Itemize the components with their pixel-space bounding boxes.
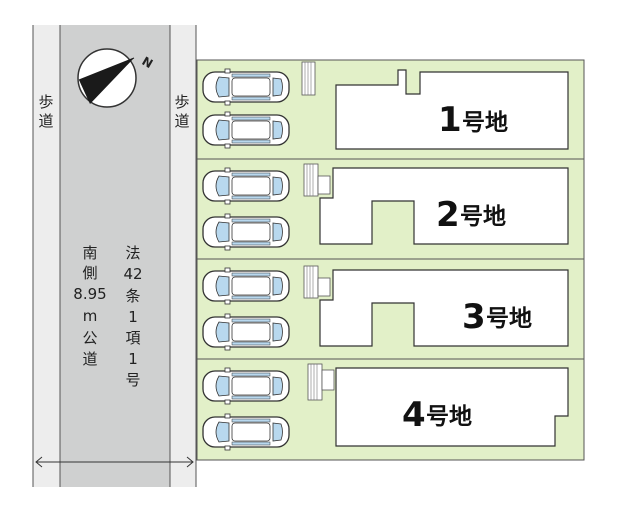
car-icon (202, 367, 290, 405)
road-name-char-5: 公 (82, 329, 97, 347)
lot-4-house (335, 367, 569, 447)
lot-4-steps (307, 363, 335, 401)
road-name-char-2: 側 (82, 264, 97, 282)
car-icon (202, 313, 290, 351)
sidewalk-right-char-2: 道 (174, 112, 189, 130)
car-icon (202, 213, 290, 251)
road-name-char-1: 南 (82, 244, 97, 262)
legal-note-char-4: 1 (128, 308, 138, 326)
lot-4-number: 4 (402, 395, 426, 435)
lot-1-house (335, 69, 569, 150)
lot-3-suffix: 号地 (486, 306, 532, 332)
lot-2-house (319, 167, 569, 245)
car-icon (202, 111, 290, 149)
lot-1-number: 1 (438, 100, 462, 140)
legal-note-char-3: 条 (125, 287, 140, 305)
road-width-dimension (35, 456, 194, 468)
lot-1-suffix: 号地 (462, 110, 508, 136)
lot-4-suffix: 号地 (426, 404, 472, 430)
lot-2-suffix: 号地 (460, 204, 506, 230)
legal-note-char-5: 項 (125, 329, 140, 347)
road-name-char-4: m (83, 307, 98, 325)
lot-3-house (319, 269, 569, 347)
car-icon (202, 167, 290, 205)
right-sidewalk (170, 25, 196, 487)
legal-note-char-6: 1 (128, 350, 138, 368)
parking-spaces (202, 68, 290, 451)
sidewalk-left-char-1: 歩 (38, 93, 53, 111)
north-arrow-icon (79, 58, 134, 104)
sidewalk-left-char-2: 道 (38, 112, 53, 130)
legal-note-char-1: 法 (125, 244, 140, 262)
sidewalk-right-char-1: 歩 (174, 93, 189, 111)
compass: N (77, 48, 155, 108)
legal-note-char-2: 42 (123, 265, 142, 283)
left-sidewalk (33, 25, 60, 487)
car-icon (202, 267, 290, 305)
lot-3-number: 3 (462, 297, 486, 337)
lot-2-number: 2 (436, 195, 460, 235)
lot-3-steps (303, 265, 331, 299)
car-icon (202, 413, 290, 451)
road-name-char-3: 8.95 (73, 285, 106, 303)
lot-1-steps (301, 61, 316, 96)
road-name-char-6: 道 (82, 350, 97, 368)
car-icon (202, 68, 290, 106)
legal-note-char-7: 号 (125, 371, 140, 389)
lot-2-steps (303, 163, 331, 197)
